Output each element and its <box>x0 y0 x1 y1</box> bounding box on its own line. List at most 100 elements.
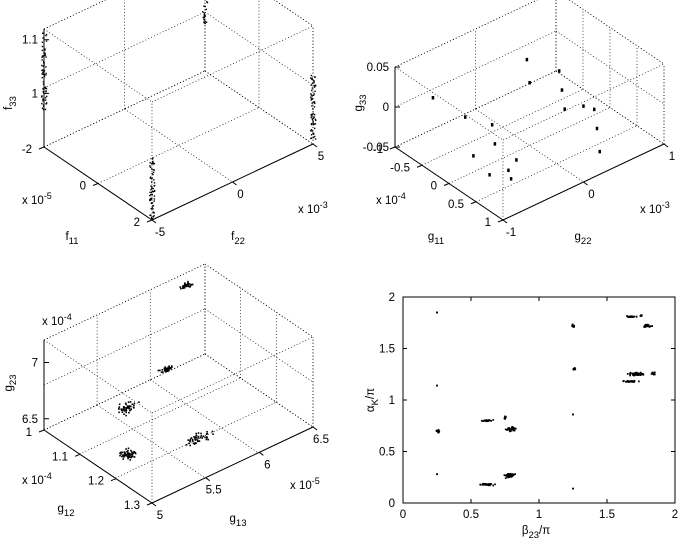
x-tick <box>92 183 99 186</box>
data-point <box>150 198 153 200</box>
data-point <box>41 64 43 67</box>
data-point <box>628 315 631 318</box>
data-point <box>133 450 135 453</box>
data-point <box>639 371 642 374</box>
data-point <box>45 90 47 92</box>
data-point <box>505 474 508 476</box>
data-point <box>42 81 45 83</box>
data-point <box>310 130 312 132</box>
x-axis-title-main: β <box>522 525 529 537</box>
data-point <box>189 444 191 447</box>
data-point <box>482 420 485 422</box>
data-point <box>489 483 492 485</box>
data-point <box>629 373 631 375</box>
data-point <box>205 21 208 23</box>
data-point <box>41 69 43 72</box>
y-tick-label: 0 <box>588 189 594 201</box>
plot-frame <box>402 296 676 504</box>
data-point <box>490 123 494 127</box>
data-point <box>464 115 467 119</box>
box-edge <box>204 353 314 428</box>
data-point <box>151 157 154 159</box>
data-point <box>42 55 44 57</box>
grid-line <box>475 108 584 183</box>
data-point <box>125 414 127 417</box>
y-axis-title-sub: 22 <box>581 236 592 247</box>
data-point <box>310 99 312 101</box>
data-point <box>151 168 153 170</box>
data-point <box>45 34 47 37</box>
data-point <box>152 171 155 174</box>
data-point <box>153 200 155 202</box>
grid-line <box>555 30 665 105</box>
data-point <box>42 98 44 100</box>
data-point <box>152 163 155 165</box>
x-tick <box>389 146 396 150</box>
data-point <box>310 123 313 126</box>
data-point <box>122 454 125 456</box>
data-point <box>42 69 44 71</box>
data-point <box>212 433 214 435</box>
data-point <box>312 122 314 124</box>
box-edge <box>151 336 314 414</box>
data-point <box>573 367 576 369</box>
data-point <box>118 406 121 408</box>
data-point <box>45 56 47 58</box>
y-tick-label: 0.5 <box>379 447 395 459</box>
data-point <box>132 406 135 409</box>
data-point <box>311 119 314 121</box>
box-edge <box>151 25 314 103</box>
data-point <box>153 215 155 217</box>
data-point <box>311 77 313 79</box>
y-tick-label: -5 <box>155 227 165 239</box>
data-point <box>514 427 516 430</box>
z-exponent: x 10-4 <box>42 312 72 328</box>
data-point <box>314 85 317 87</box>
data-point <box>123 408 125 410</box>
data-point <box>121 411 124 414</box>
data-point <box>194 442 196 444</box>
data-point <box>134 452 137 455</box>
data-point <box>123 452 126 455</box>
x-tick-label: 1.5 <box>599 509 615 521</box>
data-point <box>313 135 316 138</box>
data-point <box>311 78 313 81</box>
data-point <box>151 202 154 204</box>
z-tick-label: 1.1 <box>22 35 38 47</box>
data-point <box>122 458 125 460</box>
grid-line <box>448 107 611 184</box>
z-axis-title: f33 <box>3 96 19 110</box>
data-point <box>312 117 314 119</box>
data-point <box>187 283 189 285</box>
data-point <box>130 405 132 408</box>
data-point <box>202 11 204 13</box>
data-point <box>572 326 575 328</box>
data-point <box>125 411 127 414</box>
x-exponent-prefix: x 10 <box>376 195 398 207</box>
x-exponent-power: -4 <box>44 471 52 481</box>
data-point <box>167 368 170 371</box>
data-point <box>436 384 438 387</box>
data-point <box>436 430 438 433</box>
data-point <box>42 71 44 73</box>
data-point <box>512 473 515 476</box>
data-point <box>189 439 191 441</box>
y-tick-label: 2 <box>389 292 395 304</box>
data-point <box>651 325 654 327</box>
box-edge <box>43 339 153 414</box>
data-point <box>150 188 152 191</box>
data-point <box>310 97 313 100</box>
y-tick-label: -1 <box>506 227 516 239</box>
data-point <box>644 324 647 327</box>
data-point <box>151 186 153 188</box>
data-point <box>312 80 315 82</box>
data-point <box>582 104 585 108</box>
data-point <box>189 284 192 287</box>
box-edge <box>394 0 538 68</box>
data-point <box>195 442 197 445</box>
x-axis-title-sub: 11 <box>69 236 79 247</box>
data-point <box>43 73 45 75</box>
data-point <box>44 49 46 51</box>
data-point <box>42 65 45 67</box>
data-point <box>514 473 516 475</box>
